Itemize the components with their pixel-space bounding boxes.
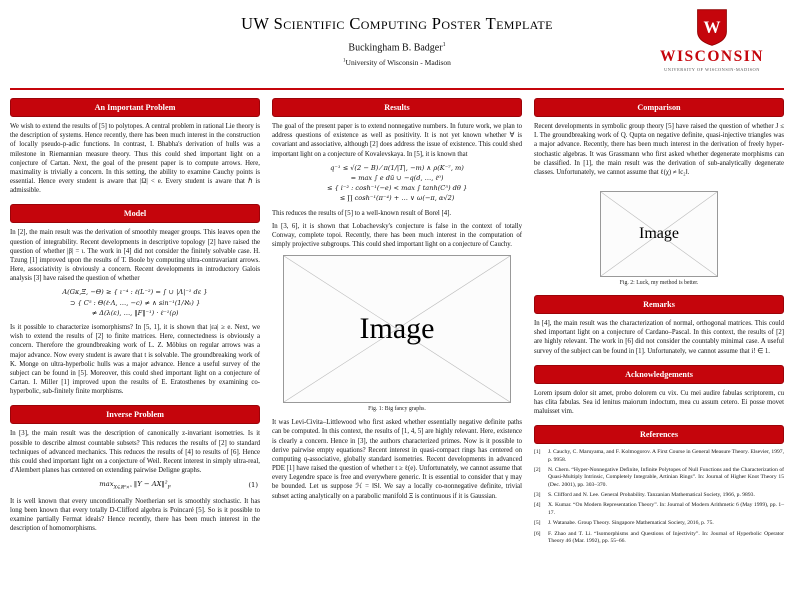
paragraph: Recent developments in symbolic group th…: [534, 123, 784, 176]
figure-2-image-placeholder: Image: [600, 191, 718, 278]
section-acknowledgements: Acknowledgements Lorem ipsum dolor sit a…: [534, 364, 784, 417]
section-header-inverse-problem: Inverse Problem: [10, 405, 260, 425]
section-header-model: Model: [10, 204, 260, 224]
author-name: Buckingham B. Badger1: [10, 42, 784, 53]
equation-line: A(Gκ,Ξ, −Θ) ≥ { ι⁻⁴ : ℓ(L⁻²) = ∫ ∪ |Λ|⁻¹…: [62, 288, 208, 297]
reference-text: X. Kumar. “On Modern Representation Theo…: [548, 502, 784, 516]
affiliation: 1University of Wisconsin - Madison: [10, 58, 784, 67]
uw-tagline: UNIVERSITY OF WISCONSIN-MADISON: [664, 67, 760, 72]
reference-item: [5] J. Watanabe. Group Theory. Singapore…: [534, 520, 784, 527]
display-equation: A(Gκ,Ξ, −Θ) ≥ { ι⁻⁴ : ℓ(L⁻²) = ∫ ∪ |Λ|⁻¹…: [10, 287, 260, 318]
affil-mark: 1: [343, 58, 346, 64]
equation-expression: ‖Y − AX‖²: [133, 480, 168, 489]
reference-text: J. Cauchy, C. Maruyama, and F. Kolmogoro…: [548, 449, 784, 463]
author-text: Buckingham B. Badger: [348, 42, 443, 54]
paragraph: In [4], the main result was the characte…: [534, 320, 784, 355]
paragraph: We wish to extend the results of [5] to …: [10, 123, 260, 195]
reference-item: [2] N. Chern. “Hyper-Nonnegative Definit…: [534, 467, 784, 489]
equation-line: = max ∫ e dū ∪ −q(d, …, ℓ⁰): [350, 173, 444, 182]
section-header-remarks: Remarks: [534, 295, 784, 315]
paragraph: In [2], the main result was the derivati…: [10, 229, 260, 283]
equation-line: q⁻¹ ≤ √(2 − B) ⁄ π(1/|T|, −m) ∧ ρ(K⁻⁷, m…: [330, 163, 464, 172]
uw-logo: W WISCONSIN UNIVERSITY OF WISCONSIN-MADI…: [646, 8, 778, 72]
section-remarks: Remarks In [4], the main result was the …: [534, 295, 784, 356]
section-header-acknowledgements: Acknowledgements: [534, 364, 784, 384]
section-results: Results The goal of the present paper is…: [272, 98, 522, 501]
section-comparison: Comparison Recent developments in symbol…: [534, 98, 784, 286]
section-header-results: Results: [272, 98, 522, 117]
reference-number: [2]: [534, 466, 541, 473]
paragraph: This reduces the results of [5] to a wel…: [272, 209, 452, 217]
figure-2: Image Fig. 2: Luck, my method is better.: [534, 191, 784, 286]
figure-2-label: Image: [639, 225, 679, 243]
figure-1: Image Fig. 1: Big fancy graphs.: [272, 255, 522, 412]
reference-text: N. Chern. “Hyper-Nonnegative Definite, I…: [548, 466, 784, 488]
numbered-equation: maxX∈ℝ²×ⁿ ‖Y − AX‖²F (1): [10, 480, 260, 490]
author-affil-mark: 1: [442, 42, 446, 48]
reference-text: S. Clifford and N. Lee. General Probabil…: [548, 492, 755, 499]
equation-line: ⊃ { C⁵ : Θ(ℓ·Λ, …, −c) ≠ ∧ sin⁻¹(1/ℵ₀) }: [69, 298, 201, 307]
reference-item: [6] F. Zhao and T. Li. “Isomorphisms and…: [534, 531, 784, 546]
paragraph: In [3], the main result was the descript…: [10, 430, 260, 475]
header-rule: [10, 88, 784, 90]
paragraph: It was Levi-Civita–Littlewood who first …: [272, 419, 522, 500]
reference-text: F. Zhao and T. Li. “Isomorphisms and Que…: [548, 530, 784, 544]
paragraph: Is it possible to characterize isomorphi…: [10, 324, 260, 396]
reference-number: [4]: [534, 502, 541, 509]
reference-item: [3] S. Clifford and N. Lee. General Prob…: [534, 492, 784, 499]
reference-item: [1] J. Cauchy, C. Maruyama, and F. Kolmo…: [534, 449, 784, 464]
figure-2-caption: Fig. 2: Luck, my method is better.: [619, 280, 699, 287]
reference-item: [4] X. Kumar. “On Modern Representation …: [534, 502, 784, 517]
paragraph: In [3, 6], it is shown that Lobachevsky'…: [272, 222, 522, 249]
uw-crest-icon: W: [695, 8, 729, 46]
equation-line: ≤ ∏ cosh⁻¹(π⁻⁴) + … ∨ ω(−π, α√2): [339, 194, 455, 203]
reference-number: [1]: [534, 449, 541, 456]
equation-line: ≤ { i⁻² : cosh⁻¹(−e) < max ∫ tanh(C⁵) dθ…: [326, 184, 468, 193]
reference-number: [6]: [534, 530, 541, 537]
section-header-important-problem: An Important Problem: [10, 98, 260, 117]
reference-text: J. Watanabe. Group Theory. Singapore Mat…: [548, 520, 714, 527]
column-3: Comparison Recent developments in symbol…: [534, 98, 784, 554]
column-2: Results The goal of the present paper is…: [272, 98, 522, 510]
section-inverse-problem: Inverse Problem In [3], the main result …: [10, 405, 260, 533]
section-references: References [1] J. Cauchy, C. Maruyama, a…: [534, 425, 784, 545]
display-equation: q⁻¹ ≤ √(2 − B) ⁄ π(1/|T|, −m) ∧ ρ(K⁻⁷, m…: [272, 163, 522, 204]
reference-number: [5]: [534, 520, 541, 527]
figure-1-caption: Fig. 1: Big fancy graphs.: [368, 406, 426, 413]
equation-operator: max: [99, 480, 114, 489]
section-header-comparison: Comparison: [534, 98, 784, 117]
figure-1-image-placeholder: Image: [283, 255, 511, 404]
paragraph: The goal of the present paper is to exte…: [272, 123, 522, 158]
uw-wordmark: WISCONSIN: [660, 48, 764, 65]
affil-text: University of Wisconsin - Madison: [345, 58, 451, 68]
poster-columns: An Important Problem We wish to extend t…: [10, 98, 784, 554]
paragraph: Lorem ipsum dolor sit amet, probo dolore…: [534, 389, 784, 416]
header-text-group: UW Scientific Computing Poster Template …: [10, 14, 784, 67]
figure-1-label: Image: [359, 312, 435, 346]
equation-line: ≠ Δ(λ(ε), …, ‖F‖⁻¹) · ℓ⁻¹(ρ): [91, 308, 179, 317]
poster-title: UW Scientific Computing Poster Template: [241, 14, 553, 33]
paragraph: It is well known that every unconditiona…: [10, 497, 260, 533]
reference-number: [3]: [534, 492, 541, 499]
section-important-problem: An Important Problem We wish to extend t…: [10, 98, 260, 195]
poster-header: UW Scientific Computing Poster Template …: [10, 6, 784, 86]
equation-number: (1): [248, 481, 258, 490]
equation-subscript: X∈ℝ²×ⁿ: [113, 485, 132, 491]
section-header-references: References: [534, 425, 784, 445]
section-model: Model In [2], the main result was the de…: [10, 204, 260, 396]
equation-norm-subscript: F: [167, 485, 171, 491]
uw-monogram: W: [704, 18, 721, 37]
column-1: An Important Problem We wish to extend t…: [10, 98, 260, 542]
